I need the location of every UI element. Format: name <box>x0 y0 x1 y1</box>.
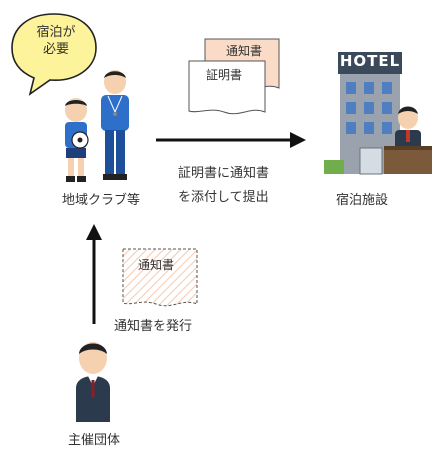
coach-illustration <box>101 70 129 180</box>
club-label: 地域クラブ等 <box>62 193 141 208</box>
submit-instruction: 証明書に通知書 を添付して提出 <box>178 162 269 210</box>
facility-label: 宿泊施設 <box>336 193 389 208</box>
speech-bubble-text: 宿泊が 必要 <box>26 24 86 58</box>
certificate-document-label: 証明書 <box>206 68 243 82</box>
issued-notice-label: 通知書 <box>138 258 175 272</box>
submit-instruction-line1: 証明書に通知書 <box>178 166 270 181</box>
hotel-illustration <box>324 52 432 175</box>
certificate-document-front <box>188 60 266 115</box>
hotel-sign: HOTEL <box>339 52 401 70</box>
issue-label: 通知書を発行 <box>114 319 193 334</box>
speech-bubble-line1: 宿泊が <box>36 25 76 40</box>
organizer-label: 主催団体 <box>68 433 121 448</box>
submit-arrow <box>156 132 306 148</box>
issue-arrow <box>86 224 102 324</box>
organizer-illustration <box>76 342 110 422</box>
speech-bubble <box>11 13 97 96</box>
notice-document-back-label: 通知書 <box>226 44 263 58</box>
speech-bubble-line2: 必要 <box>42 42 69 57</box>
issued-notice-document <box>122 248 198 307</box>
child-soccer-player-illustration <box>65 98 89 182</box>
submit-instruction-line2: を添付して提出 <box>178 190 269 205</box>
